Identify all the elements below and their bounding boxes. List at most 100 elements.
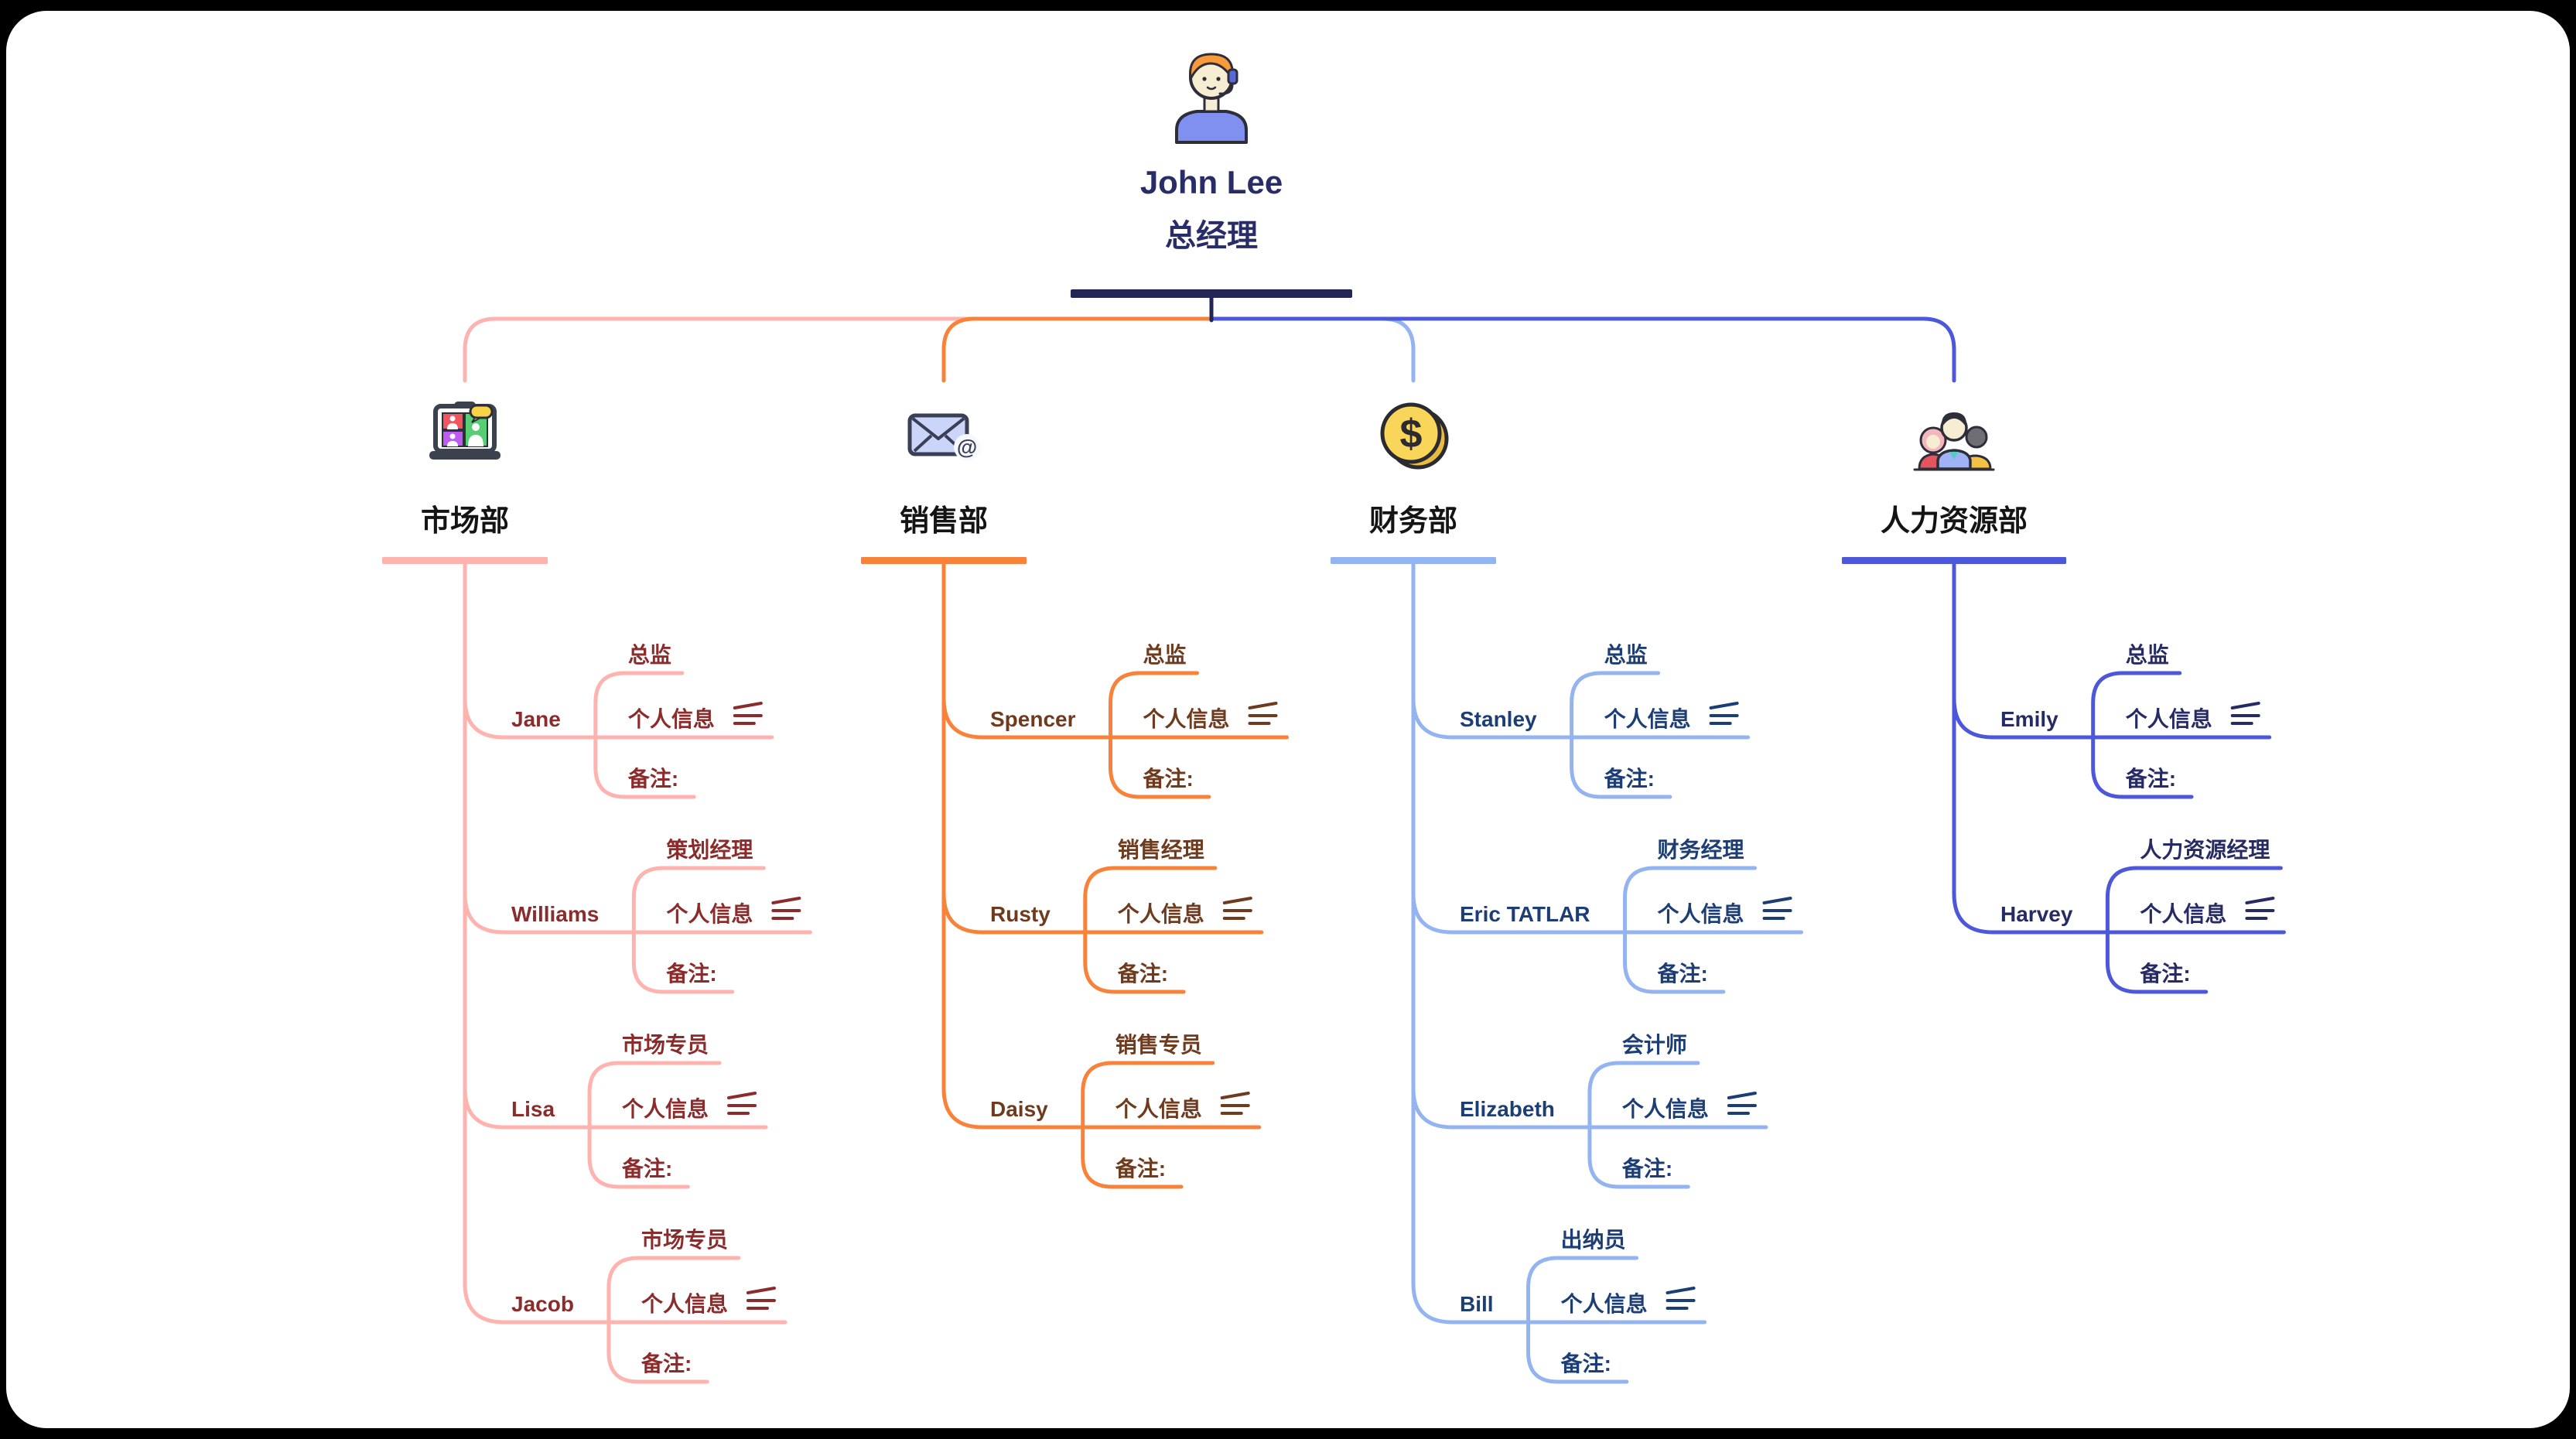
person-name[interactable]: Lisa: [511, 1097, 555, 1121]
person-title[interactable]: 出纳员: [1561, 1227, 1626, 1252]
person-name[interactable]: Harvey: [2000, 902, 2073, 926]
person-underline: [463, 696, 774, 740]
department-node-label[interactable]: 人力资源部: [1881, 505, 2028, 538]
notes-lines-icon[interactable]: [746, 1287, 776, 1310]
department-node-label[interactable]: 财务部: [1369, 505, 1457, 538]
person-title[interactable]: 策划经理: [666, 837, 753, 862]
person-name[interactable]: Stanley: [1460, 707, 1537, 731]
person-info-label[interactable]: 个人信息: [641, 1291, 728, 1316]
person-title[interactable]: 销售经理: [1118, 837, 1204, 862]
person-info-label[interactable]: 个人信息: [1561, 1291, 1648, 1316]
person-name[interactable]: Spencer: [990, 707, 1076, 731]
person-info-label[interactable]: 个人信息: [1658, 901, 1744, 926]
person-title[interactable]: 总监: [628, 643, 671, 667]
child-bracket-line: [593, 671, 696, 799]
person-underline: [463, 1281, 787, 1324]
people-group-icon: [1913, 412, 1995, 471]
person-name[interactable]: Daisy: [990, 1097, 1048, 1121]
root-node[interactable]: John Lee 总经理: [1010, 31, 1413, 309]
person-note-label[interactable]: 备注:: [1143, 766, 1194, 791]
person-name[interactable]: Emily: [2000, 707, 2058, 731]
connector-line: [941, 316, 1214, 383]
person-info-label[interactable]: 个人信息: [2126, 706, 2212, 731]
person-underline: [1411, 696, 1751, 740]
notes-lines-icon[interactable]: [727, 1092, 757, 1115]
person-underline: [1952, 696, 2272, 740]
person-note-label[interactable]: 备注:: [1657, 961, 1708, 986]
person-name[interactable]: Jacob: [511, 1292, 574, 1316]
notes-lines-icon[interactable]: [1709, 702, 1739, 725]
child-bracket-line: [1109, 671, 1211, 799]
root-name: John Lee: [1139, 164, 1283, 200]
notes-lines-icon[interactable]: [2245, 897, 2275, 920]
notes-lines-icon[interactable]: [1727, 1092, 1757, 1115]
notes-lines-icon[interactable]: [1248, 702, 1278, 725]
connector-line: [463, 316, 1214, 383]
person-title[interactable]: 市场专员: [622, 1032, 709, 1057]
person-note-label[interactable]: 备注:: [627, 766, 678, 791]
person-note-label[interactable]: 备注:: [1117, 961, 1168, 986]
person-underline: [1411, 891, 1804, 935]
person-info-label[interactable]: 个人信息: [1622, 1096, 1709, 1121]
child-bracket-line: [1526, 1256, 1639, 1384]
person-title[interactable]: 总监: [2126, 643, 2169, 667]
child-bracket-line: [1083, 866, 1218, 994]
person-title[interactable]: 人力资源经理: [2140, 837, 2270, 862]
person-note-label[interactable]: 备注:: [1621, 1156, 1672, 1181]
person-name[interactable]: Rusty: [990, 902, 1051, 926]
person-note-label[interactable]: 备注:: [1560, 1351, 1611, 1376]
person-title[interactable]: 销售专员: [1115, 1033, 1202, 1057]
root-underline: [1071, 289, 1352, 298]
person-name[interactable]: Jane: [511, 707, 561, 731]
child-bracket-line: [606, 1256, 741, 1384]
child-bracket-line: [631, 866, 766, 994]
person-info-label[interactable]: 个人信息: [1118, 901, 1204, 926]
person-underline: [1411, 1086, 1768, 1130]
person-info-label[interactable]: 个人信息: [1115, 1096, 1202, 1121]
person-note-label[interactable]: 备注:: [665, 961, 716, 986]
notes-lines-icon[interactable]: [1222, 897, 1252, 920]
child-bracket-line: [1570, 671, 1672, 799]
person-headset-icon: [1169, 45, 1254, 148]
person-name[interactable]: Williams: [511, 902, 599, 926]
person-title[interactable]: 财务经理: [1658, 837, 1744, 862]
person-note-label[interactable]: 备注:: [641, 1351, 692, 1376]
person-title[interactable]: 总监: [1604, 643, 1648, 667]
child-bracket-line: [1081, 1061, 1215, 1189]
connector-line: [1209, 316, 1416, 383]
person-name[interactable]: Eric TATLAR: [1460, 902, 1590, 926]
department-node-label[interactable]: 销售部: [900, 505, 988, 538]
notes-lines-icon[interactable]: [2230, 702, 2260, 725]
notes-lines-icon[interactable]: [733, 702, 763, 725]
svg-text:$: $: [1400, 412, 1423, 456]
person-title[interactable]: 总监: [1143, 643, 1187, 667]
notes-lines-icon[interactable]: [1220, 1092, 1250, 1115]
person-info-label[interactable]: 个人信息: [622, 1096, 709, 1121]
person-title[interactable]: 市场专员: [641, 1227, 728, 1252]
notes-lines-icon[interactable]: [1666, 1287, 1696, 1310]
notes-lines-icon[interactable]: [771, 897, 801, 920]
person-note-label[interactable]: 备注:: [621, 1156, 672, 1181]
department-node-label[interactable]: 市场部: [421, 505, 509, 538]
svg-text:@: @: [957, 436, 977, 459]
person-info-label[interactable]: 个人信息: [2140, 901, 2226, 926]
person-underline: [1411, 1281, 1707, 1324]
person-underline: [941, 1086, 1262, 1130]
person-name[interactable]: Elizabeth: [1460, 1097, 1555, 1121]
child-bracket-line: [2091, 671, 2194, 799]
person-info-label[interactable]: 个人信息: [1604, 706, 1691, 731]
person-note-label[interactable]: 备注:: [1604, 766, 1655, 791]
root-title: 总经理: [1165, 219, 1258, 253]
person-info-label[interactable]: 个人信息: [628, 706, 715, 731]
person-note-label[interactable]: 备注:: [2125, 766, 2176, 791]
person-info-label[interactable]: 个人信息: [1143, 706, 1230, 731]
mindmap-canvas[interactable]: [6, 11, 2570, 1428]
person-note-label[interactable]: 备注:: [1115, 1156, 1166, 1181]
notes-lines-icon[interactable]: [1762, 897, 1792, 920]
dollar-coin-icon: $: [1380, 402, 1449, 470]
person-note-label[interactable]: 备注:: [2139, 961, 2190, 986]
person-title[interactable]: 会计师: [1622, 1033, 1687, 1057]
person-name[interactable]: Bill: [1460, 1292, 1494, 1316]
person-info-label[interactable]: 个人信息: [666, 901, 753, 926]
